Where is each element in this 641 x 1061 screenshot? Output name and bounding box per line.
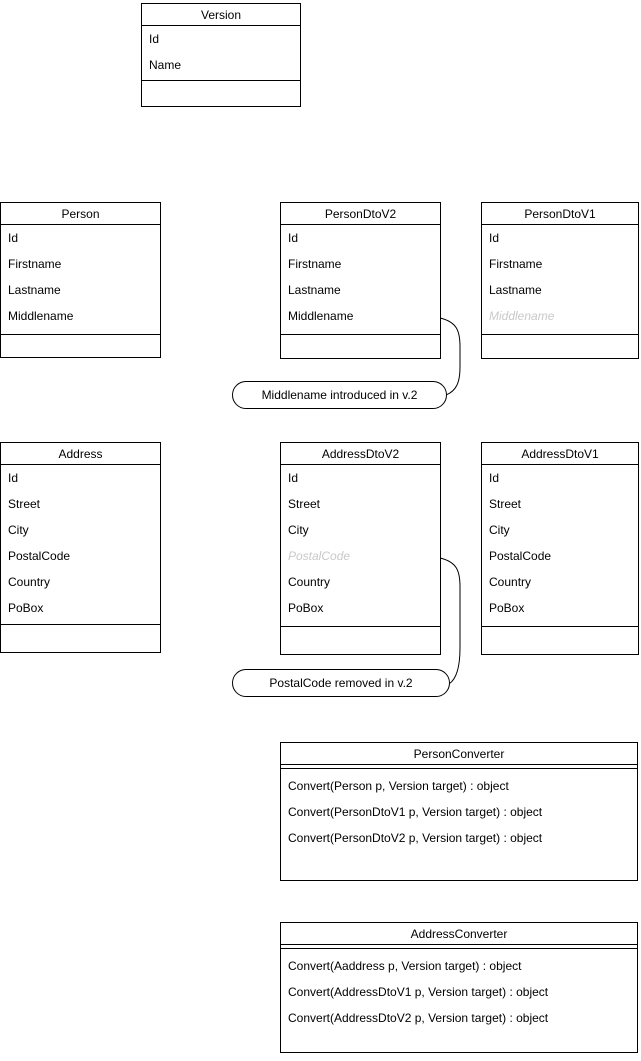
attribute-row: PoBox [489, 601, 525, 615]
method-row: Convert(AddressDtoV2 p, Version target) … [288, 1011, 549, 1025]
attribute-row: Country [489, 575, 532, 589]
attribute-row: City [489, 523, 510, 537]
attribute-row-deprecated: Middlename [489, 309, 555, 323]
class-title: Version [142, 4, 300, 26]
attribute-row: Firstname [288, 257, 342, 271]
empty-compartment [281, 334, 440, 358]
attribute-row: Lastname [8, 283, 61, 297]
empty-compartment [281, 626, 440, 654]
attribute-row: Street [288, 497, 321, 511]
attributes-compartment: Id Firstname Lastname Middlename [482, 225, 638, 334]
class-person-dto-v1: PersonDtoV1 Id Firstname Lastname Middle… [481, 202, 639, 359]
attribute-row: Id [8, 471, 19, 485]
attribute-row: PoBox [8, 601, 44, 615]
attribute-row: Country [8, 575, 51, 589]
empty-attributes-compartment [281, 945, 637, 949]
callout-postalcode: PostalCode removed in v.2 [232, 669, 450, 697]
class-title: PersonDtoV1 [482, 203, 638, 225]
attribute-row: Lastname [288, 283, 341, 297]
class-person: Person Id Firstname Lastname Middlename [0, 202, 161, 358]
attributes-compartment: Id Street City PostalCode Country PoBox [1, 465, 160, 624]
attribute-row: City [8, 523, 29, 537]
attribute-row: Id [288, 471, 299, 485]
class-title: PersonDtoV2 [281, 203, 440, 225]
empty-compartment [1, 334, 160, 357]
attribute-row: Middlename [288, 309, 354, 323]
attributes-compartment: Id Firstname Lastname Middlename [1, 225, 160, 334]
attribute-row: Country [288, 575, 331, 589]
attribute-row: Street [8, 497, 41, 511]
attribute-row: PostalCode [489, 549, 552, 563]
attribute-row: Id [288, 231, 299, 245]
class-person-converter: PersonConverter Convert(Person p, Versio… [280, 742, 638, 881]
empty-compartment [482, 626, 638, 654]
class-person-dto-v2: PersonDtoV2 Id Firstname Lastname Middle… [280, 202, 441, 359]
method-row: Convert(AddressDtoV1 p, Version target) … [288, 985, 549, 999]
method-row: Convert(PersonDtoV2 p, Version target) :… [288, 831, 543, 845]
attributes-compartment: Id Street City PostalCode Country PoBox [281, 465, 440, 626]
attributes-compartment: Id Firstname Lastname Middlename [281, 225, 440, 334]
attribute-row: Firstname [489, 257, 543, 271]
method-row: Convert(PersonDtoV1 p, Version target) :… [288, 805, 543, 819]
empty-attributes-compartment [281, 765, 637, 769]
methods-compartment: Convert(Person p, Version target) : obje… [281, 769, 637, 880]
connector-middlename-curve [439, 317, 461, 396]
attribute-row: PostalCode [8, 549, 71, 563]
class-address-dto-v1: AddressDtoV1 Id Street City PostalCode C… [481, 442, 639, 655]
attributes-compartment: Id Street City PostalCode Country PoBox [482, 465, 638, 626]
empty-compartment [482, 334, 638, 358]
class-title: Address [1, 443, 160, 465]
attribute-row: Street [489, 497, 522, 511]
attribute-row: Middlename [8, 309, 74, 323]
class-title: Person [1, 203, 160, 225]
method-row: Convert(Person p, Version target) : obje… [288, 779, 509, 793]
class-address-dto-v2: AddressDtoV2 Id Street City PostalCode C… [280, 442, 441, 655]
attribute-row: Id [8, 231, 19, 245]
attribute-row: Id [489, 471, 500, 485]
class-title: AddressDtoV1 [482, 443, 638, 465]
attribute-row: Firstname [8, 257, 62, 271]
empty-compartment [1, 624, 160, 652]
attribute-row-deprecated: PostalCode [288, 549, 351, 563]
method-row: Convert(Aaddress p, Version target) : ob… [288, 959, 522, 973]
empty-compartment [142, 80, 300, 106]
class-address-converter: AddressConverter Convert(Aaddress p, Ver… [280, 922, 638, 1053]
class-title: AddressDtoV2 [281, 443, 440, 465]
connector-postalcode-curve [439, 557, 461, 685]
class-address: Address Id Street City PostalCode Countr… [0, 442, 161, 653]
attribute-row: PoBox [288, 601, 324, 615]
callout-middlename: Middlename introduced in v.2 [232, 381, 447, 409]
callout-text: PostalCode removed in v.2 [269, 676, 413, 690]
attribute-row: City [288, 523, 309, 537]
class-title: AddressConverter [281, 923, 637, 945]
attribute-row: Lastname [489, 283, 542, 297]
attribute-row: Name [149, 58, 182, 72]
attributes-compartment: Id Name [142, 26, 300, 80]
class-title: PersonConverter [281, 743, 637, 765]
attribute-row: Id [489, 231, 500, 245]
attribute-row: Id [149, 32, 160, 46]
methods-compartment: Convert(Aaddress p, Version target) : ob… [281, 949, 637, 1052]
class-version: Version Id Name [141, 3, 301, 107]
callout-text: Middlename introduced in v.2 [261, 388, 418, 402]
